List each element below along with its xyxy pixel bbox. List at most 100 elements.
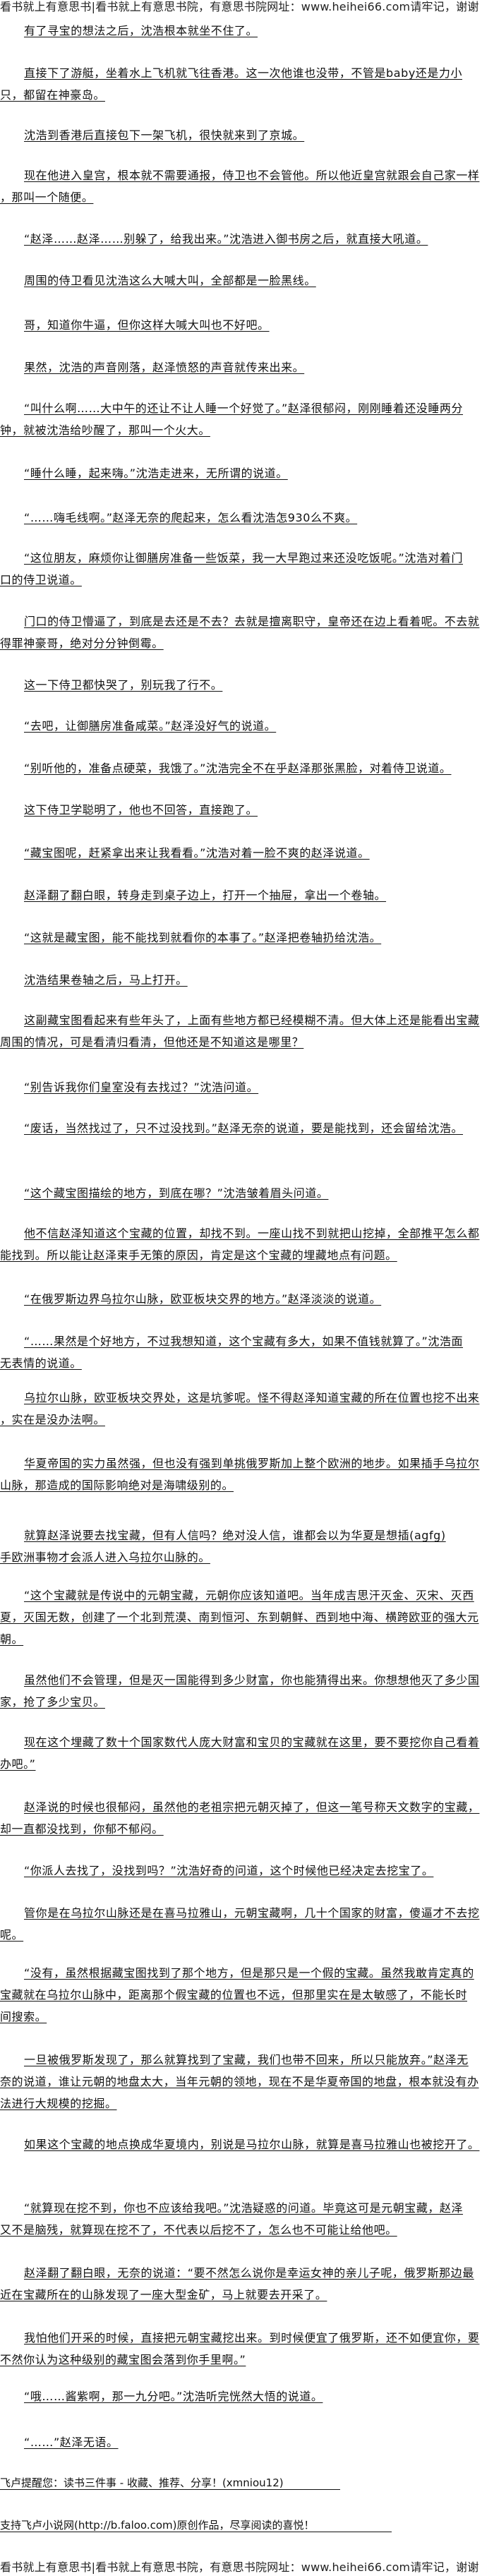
- paragraph-line: “这就是藏宝图，能不能找到就看你的本事了。”赵泽把卷轴扔给沈浩。: [0, 927, 494, 949]
- paragraph: 现在他进入皇宫，根本就不需要通报，侍卫也不会管他。所以他近皇宫就跟会自己家一样，…: [0, 164, 494, 208]
- line-text: 只，都留在神豪岛。: [0, 88, 105, 102]
- paragraph-line: “这位朋友，麻烦你让御膳房准备一些饭菜，我一大早跑过来还没吃饭呢。”沈浩对着门: [0, 547, 494, 569]
- line-text: “别告诉我你们皇室没有去找过？”沈浩问道。: [24, 1081, 259, 1094]
- paragraph: “睡什么睡，起来嗨。”沈浩走进来，无所谓的说道。: [0, 462, 494, 484]
- paragraph-line: “藏宝图呢，赶紧拿出来让我看看。”沈浩对着一脸不爽的赵泽说道。: [0, 842, 494, 864]
- line-text: “哦……酱紫啊，那一九分吧。”沈浩听完恍然大悟的说道。: [24, 2390, 323, 2403]
- paragraph: 现在这个埋藏了数十个国家数代人庞大财富和宝贝的宝藏就在这里，要不要挖你自己看着办…: [0, 1731, 494, 1775]
- paragraph-line: “赵泽……赵泽……别躲了，给我出来。”沈浩进入御书房之后，就直接大吼道。: [0, 228, 494, 250]
- paragraph: “你派人去找了，没找到吗？”沈浩好奇的问道，这个时候他已经决定去挖宝了。: [0, 1860, 494, 1882]
- paragraph-line: 近在宝藏所在的山脉发现了一座大型金矿，马上就要去开采了。: [0, 2284, 494, 2306]
- paragraph-line: 能找到。所以能让赵泽束手无策的原因，肯定是这个宝藏的埋藏地点有问题。: [0, 1244, 494, 1266]
- footer-note-reminder: 飞卢提醒您：读书三件事 - 收藏、推荐、分享！(xmniou12): [0, 2474, 340, 2491]
- paragraph-line: 家，抢了多少宝贝。: [0, 1691, 494, 1713]
- paragraph-line: 哥，知道你牛逼，但你这样大喊大叫也不好吧。: [0, 314, 494, 336]
- line-text: 家，抢了多少宝贝。: [0, 1695, 105, 1709]
- paragraph-line: 口的侍卫说道。: [0, 569, 494, 591]
- paragraph: “赵泽……赵泽……别躲了，给我出来。”沈浩进入御书房之后，就直接大吼道。: [0, 228, 494, 250]
- line-text: 如果这个宝藏的地点换成华夏境内，别说是马拉尔山脉，就算是喜马拉雅山也被挖开了。: [24, 2138, 480, 2151]
- paragraph: 沈浩结果卷轴之后，马上打开。: [0, 969, 494, 991]
- paragraph-line: 一旦被俄罗斯发现了，那么就算找到了宝藏，我们也带不回来，所以只能放弃。”赵泽无: [0, 2049, 494, 2071]
- line-text: 沈浩到香港后直接包下一架飞机，很快就来到了京城。: [24, 128, 305, 142]
- line-text: 现在这个埋藏了数十个国家数代人庞大财富和宝贝的宝藏就在这里，要不要挖你自己看着: [24, 1735, 480, 1749]
- paragraph: “别听他的，准备点硬菜，我饿了。”沈浩完全不在乎赵泽那张黑脸，对着侍卫说道。: [0, 757, 494, 779]
- paragraph-line: “……嗨毛线啊。”赵泽无奈的爬起来，怎么看沈浩怎930么不爽。: [0, 507, 494, 529]
- paragraph: 赵泽翻了翻白眼，转身走到桌子边上，打开一个抽屉，拿出一个卷轴。: [0, 884, 494, 906]
- paragraph-line: 又不是脑残，就算现在挖不了，不代表以后挖不了，怎么也不可能让给他吧。: [0, 2219, 494, 2241]
- paragraph: 有了寻宝的想法之后，沈浩根本就坐不住了。: [0, 20, 494, 42]
- paragraph: “这就是藏宝图，能不能找到就看你的本事了。”赵泽把卷轴扔给沈浩。: [0, 927, 494, 949]
- footer-note-support: 支持飞卢小说网(http://b.faloo.com)原创作品，尽享阅读的喜悦！: [0, 2517, 392, 2534]
- paragraph-line: 门口的侍卫懵逼了，到底是去还是不去？去就是擅离职守，皇帝还在边上看着呢。不去就: [0, 610, 494, 632]
- paragraph: 华夏帝国的实力虽然强，但也没有强到单挑俄罗斯加上整个欧洲的地步。如果插手乌拉尔山…: [0, 1452, 494, 1496]
- line-text: “这就是藏宝图，能不能找到就看你的本事了。”赵泽把卷轴扔给沈浩。: [24, 931, 382, 944]
- line-text: “……果然是个好地方，不过我想知道，这个宝藏有多大，如果不值钱就算了。”沈浩面: [24, 1335, 464, 1348]
- line-text: 能找到。所以能让赵泽束手无策的原因，肯定是这个宝藏的埋藏地点有问题。: [0, 1248, 397, 1262]
- line-text: “就算现在挖不到，你也不应该给我吧。”沈浩疑惑的问道。毕竟这可是元朝宝藏，赵泽: [24, 2201, 464, 2215]
- paragraph: 乌拉尔山脉，欧亚板块交界处，这是坑爹呢。怪不得赵泽知道宝藏的所在位置也挖不出来 ，…: [0, 1387, 494, 1431]
- paragraph-line: 这下侍卫学聪明了，他也不回答，直接跑了。: [0, 799, 494, 821]
- paragraph-line: 无表情的说道。: [0, 1352, 494, 1374]
- paragraph: 这一下侍卫都快哭了，别玩我了行不。: [0, 674, 494, 696]
- paragraph: 一旦被俄罗斯发现了，那么就算找到了宝藏，我们也带不回来，所以只能放弃。”赵泽无奈…: [0, 2049, 494, 2114]
- paragraph-line: “这个宝藏就是传说中的元朝宝藏，元朝你应该知道吧。当年成吉思汗灭金、灭宋、灭西: [0, 1584, 494, 1606]
- line-text: 周围的情况，可是看清归看清，但他还是不知道这是哪里？: [0, 1035, 304, 1049]
- footer-note-text: 支持飞卢小说网(http://b.faloo.com)原创作品，尽享阅读的喜悦！: [0, 2519, 392, 2532]
- line-text: “这位朋友，麻烦你让御膳房准备一些饭菜，我一大早跑过来还没吃饭呢。”沈浩对着门: [24, 551, 464, 565]
- paragraph-line: “……”赵泽无语。: [0, 2431, 494, 2453]
- line-text: “去吧，让御膳房准备咸菜。”赵泽没好气的说道。: [24, 719, 277, 733]
- paragraph-line: ，实在是没办法啊。: [0, 1409, 494, 1431]
- paragraph-line: “就算现在挖不到，你也不应该给我吧。”沈浩疑惑的问道。毕竟这可是元朝宝藏，赵泽: [0, 2197, 494, 2219]
- paragraph-line: 呢。: [0, 1924, 494, 1946]
- paragraph-line: 赵泽翻了翻白眼，无奈的说道：“要不然怎么说你是幸运女神的亲儿子呢，俄罗斯那边最: [0, 2262, 494, 2284]
- line-text: 沈浩结果卷轴之后，马上打开。: [24, 973, 188, 987]
- line-text: “废话，当然找过了，只不过没找到。”赵泽无奈的说道，要是能找到，还会留给沈浩。: [24, 1121, 464, 1135]
- paragraph-line: 只，都留在神豪岛。: [0, 84, 494, 106]
- paragraph: “没有，虽然根据藏宝图找到了那个地方，但是那只是一个假的宝藏。虽然我敢肯定真的宝…: [0, 1962, 494, 2028]
- paragraph-line: 这副藏宝图看起来有些年头了，上面有些地方都已经模糊不清。但大体上还是能看出宝藏: [0, 1009, 494, 1031]
- line-text: “这个宝藏就是传说中的元朝宝藏，元朝你应该知道吧。当年成吉思汗灭金、灭宋、灭西: [24, 1589, 474, 1602]
- paragraph: “……果然是个好地方，不过我想知道，这个宝藏有多大，如果不值钱就算了。”沈浩面无…: [0, 1330, 494, 1374]
- paragraph: “这个宝藏就是传说中的元朝宝藏，元朝你应该知道吧。当年成吉思汗灭金、灭宋、灭西夏…: [0, 1584, 494, 1650]
- line-text: 一旦被俄罗斯发现了，那么就算找到了宝藏，我们也带不回来，所以只能放弃。”赵泽无: [24, 2053, 469, 2066]
- paragraph-line: 沈浩到香港后直接包下一架飞机，很快就来到了京城。: [0, 124, 494, 146]
- line-text: “你派人去找了，没找到吗？”沈浩好奇的问道，这个时候他已经决定去挖宝了。: [24, 1864, 434, 1877]
- paragraph-line: 周围的侍卫看见沈浩这么大喊大叫，全部都是一脸黑线。: [0, 270, 494, 291]
- paragraph-line: 乌拉尔山脉，欧亚板块交界处，这是坑爹呢。怪不得赵泽知道宝藏的所在位置也挖不出来: [0, 1387, 494, 1409]
- line-text: 华夏帝国的实力虽然强，但也没有强到单挑俄罗斯加上整个欧洲的地步。如果插手乌拉尔: [24, 1457, 480, 1470]
- paragraph-line: “没有，虽然根据藏宝图找到了那个地方，但是那只是一个假的宝藏。虽然我敢肯定真的: [0, 1962, 494, 1984]
- line-text: “没有，虽然根据藏宝图找到了那个地方，但是那只是一个假的宝藏。虽然我敢肯定真的: [24, 1966, 474, 1980]
- line-text: 手欧洲事物才会派人进入乌拉尔山脉的。: [0, 1551, 210, 1564]
- paragraph-line: “……果然是个好地方，不过我想知道，这个宝藏有多大，如果不值钱就算了。”沈浩面: [0, 1330, 494, 1352]
- paragraph-line: “你派人去找了，没找到吗？”沈浩好奇的问道，这个时候他已经决定去挖宝了。: [0, 1860, 494, 1882]
- paragraph: 沈浩到香港后直接包下一架飞机，很快就来到了京城。: [0, 124, 494, 146]
- paragraph-line: 朝。: [0, 1628, 494, 1650]
- paragraph-line: “去吧，让御膳房准备咸菜。”赵泽没好气的说道。: [0, 715, 494, 737]
- line-text: 法进行大规模的挖掘。: [0, 2097, 117, 2110]
- paragraph-line: 虽然他们不会管理，但是灭一国能得到多少财富，你也能猜得出来。你想想他灭了多少国: [0, 1669, 494, 1691]
- line-text: 又不是脑残，就算现在挖不了，不代表以后挖不了，怎么也不可能让给他吧。: [0, 2223, 397, 2237]
- line-text: 这副藏宝图看起来有些年头了，上面有些地方都已经模糊不清。但大体上还是能看出宝藏: [24, 1013, 480, 1027]
- line-text: “藏宝图呢，赶紧拿出来让我看看。”沈浩对着一脸不爽的赵泽说道。: [24, 846, 370, 860]
- paragraph-line: “别告诉我你们皇室没有去找过？”沈浩问道。: [0, 1076, 494, 1098]
- paragraph-line: 如果这个宝藏的地点换成华夏境内，别说是马拉尔山脉，就算是喜马拉雅山也被挖开了。: [0, 2133, 494, 2155]
- line-text: 赵泽翻了翻白眼，无奈的说道：“要不然怎么说你是幸运女神的亲儿子呢，俄罗斯那边最: [24, 2266, 474, 2280]
- paragraph: “废话，当然找过了，只不过没找到。”赵泽无奈的说道，要是能找到，还会留给沈浩。: [0, 1117, 494, 1139]
- paragraph: “藏宝图呢，赶紧拿出来让我看看。”沈浩对着一脸不爽的赵泽说道。: [0, 842, 494, 864]
- paragraph-line: 赵泽翻了翻白眼，转身走到桌子边上，打开一个抽屉，拿出一个卷轴。: [0, 884, 494, 906]
- line-text: 间搜索。: [0, 2010, 47, 2023]
- paragraph: 这副藏宝图看起来有些年头了，上面有些地方都已经模糊不清。但大体上还是能看出宝藏周…: [0, 1009, 494, 1053]
- paragraph: 果然，沈浩的声音刚落，赵泽愤怒的声音就传来出来。: [0, 356, 494, 378]
- paragraph-line: 法进行大规模的挖掘。: [0, 2093, 494, 2114]
- paragraph-line: 华夏帝国的实力虽然强，但也没有强到单挑俄罗斯加上整个欧洲的地步。如果插手乌拉尔: [0, 1452, 494, 1474]
- paragraph: 哥，知道你牛逼，但你这样大喊大叫也不好吧。: [0, 314, 494, 336]
- paragraph-line: 赵泽说的时候也很郁闷，虽然他的老祖宗把元朝灭掉了，但这一笔号称天文数字的宝藏，: [0, 1796, 494, 1818]
- paragraph-line: “哦……酱紫啊，那一九分吧。”沈浩听完恍然大悟的说道。: [0, 2385, 494, 2407]
- line-text: 乌拉尔山脉，欧亚板块交界处，这是坑爹呢。怪不得赵泽知道宝藏的所在位置也挖不出来: [24, 1391, 480, 1404]
- paragraph: 这下侍卫学聪明了，他也不回答，直接跑了。: [0, 799, 494, 821]
- paragraph-line: 周围的情况，可是看清归看清，但他还是不知道这是哪里？: [0, 1031, 494, 1053]
- line-text: 虽然他们不会管理，但是灭一国能得到多少财富，你也能猜得出来。你想想他灭了多少国: [24, 1673, 480, 1687]
- line-text: “在俄罗斯边界乌拉尔山脉，欧亚板块交界的地方。”赵泽淡淡的说道。: [24, 1292, 382, 1306]
- paragraph: 门口的侍卫懵逼了，到底是去还是不去？去就是擅离职守，皇帝还在边上看着呢。不去就得…: [0, 610, 494, 654]
- line-text: 这一下侍卫都快哭了，别玩我了行不。: [24, 678, 223, 692]
